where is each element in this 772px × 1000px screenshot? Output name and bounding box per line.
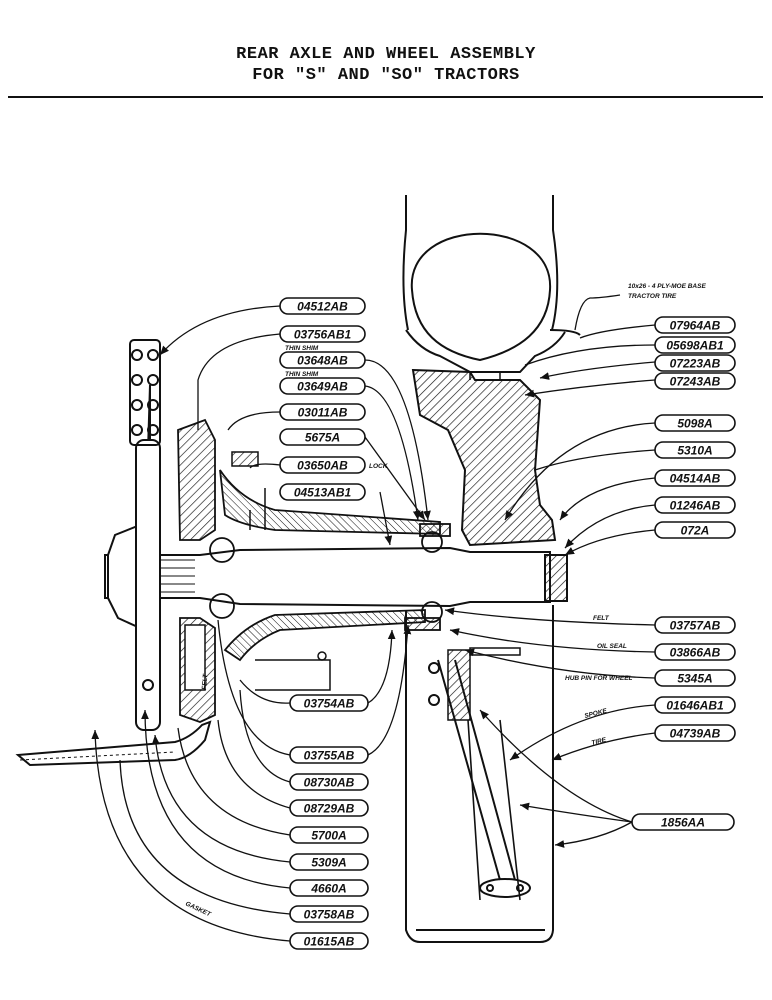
callout-03650AB: 03650AB [279, 456, 366, 474]
callout-03649AB: 03649AB [279, 377, 366, 395]
callout-07223AB: 07223AB [654, 354, 736, 372]
part-number: 04514AB [670, 472, 721, 486]
callout-03754AB: 03754AB [289, 694, 369, 712]
wheel-hub-casting [411, 368, 557, 721]
callout-05698AB1: 05698AB1 [654, 336, 736, 354]
callout-03648AB: 03648AB [279, 351, 366, 369]
part-number: 03011AB [298, 406, 348, 420]
leader-lines [91, 294, 656, 942]
part-number: 03650AB [297, 459, 348, 473]
wheel-tire [402, 195, 581, 373]
callout-03755AB: 03755AB [289, 746, 369, 764]
callout-07964AB: 07964AB [654, 316, 736, 334]
title-divider [8, 96, 763, 98]
wheel-rim-lower [405, 605, 554, 943]
callout-5310A: 5310A [654, 441, 736, 459]
title-line-2: FOR "S" AND "SO" TRACTORS [252, 66, 520, 85]
part-number: 5310A [677, 444, 712, 458]
part-number: 07964AB [670, 319, 721, 333]
note-felt: FELT [593, 615, 610, 622]
part-number: 1856AA [661, 816, 705, 830]
callout-5098A: 5098A [654, 414, 736, 432]
part-number: 03754AB [304, 697, 355, 711]
part-number: 03757AB [670, 619, 721, 633]
title-line-1: REAR AXLE AND WHEEL ASSEMBLY [236, 45, 536, 64]
callout-01615AB: 01615AB [289, 932, 369, 950]
part-number: 03758AB [304, 908, 355, 922]
page-title: REAR AXLE AND WHEEL ASSEMBLY FOR "S" AND… [0, 44, 772, 86]
callout-04739AB: 04739AB [654, 724, 736, 742]
part-number: 03649AB [297, 380, 348, 394]
callout-03011AB: 03011AB [279, 403, 366, 421]
note-tire-spec: 10x26 - 4 PLY-MOE BASE [628, 283, 706, 290]
part-number: 01246AB [670, 499, 721, 513]
note-thin-shim: THIN SHIM [285, 345, 319, 352]
callout-072A: 072A [654, 521, 736, 539]
note-thin-shim: THIN SHIM [285, 371, 319, 378]
callout-03757AB: 03757AB [654, 616, 736, 634]
callout-01246AB: 01246AB [654, 496, 736, 514]
bearings [209, 523, 451, 631]
part-number: 5345A [677, 672, 712, 686]
note-tire: TIRE [591, 736, 608, 747]
callout-08729AB: 08729AB [289, 799, 369, 817]
callout-5700A: 5700A [289, 826, 369, 844]
callout-03756AB1: 03756AB1 [279, 325, 366, 343]
note-gasket: GASKET [184, 900, 212, 918]
part-number: 03756AB1 [294, 328, 352, 342]
callout-07243AB: 07243AB [654, 372, 736, 390]
part-number: 01615AB [304, 935, 355, 949]
part-number: 08729AB [304, 802, 355, 816]
callout-4660A: 4660A [289, 879, 369, 897]
drive-chain [129, 339, 161, 446]
part-number: 5700A [311, 829, 346, 843]
axle-shaft [104, 546, 568, 608]
part-number: 05698AB1 [666, 339, 724, 353]
note-tire-spec: TRACTOR TIRE [628, 293, 677, 300]
callout-5309A: 5309A [289, 853, 369, 871]
callout-5675A: 5675A [279, 428, 366, 446]
note-felt-left: FELT [201, 673, 209, 690]
callout-04513AB1: 04513AB1 [279, 483, 366, 501]
part-number: 03648AB [297, 354, 348, 368]
part-number: 04513AB1 [294, 486, 352, 500]
callout-1856AA: 1856AA [631, 813, 735, 831]
part-number: 4660A [310, 882, 346, 896]
part-number: 072A [681, 524, 710, 538]
callout-5345A: 5345A [654, 669, 736, 687]
part-number: 03866AB [670, 646, 721, 660]
part-number: 07243AB [670, 375, 721, 389]
fender [15, 720, 212, 767]
callout-03758AB: 03758AB [289, 905, 369, 923]
brake-drum-housing [177, 418, 259, 723]
part-number: 03755AB [304, 749, 355, 763]
spoke-detail [428, 659, 531, 901]
note-oil-seal: OIL SEAL [597, 643, 627, 650]
callout-03866AB: 03866AB [654, 643, 736, 661]
part-number: 01646AB1 [666, 699, 724, 713]
note-spoke: SPOKE [584, 707, 608, 719]
part-number: 5098A [677, 417, 712, 431]
callout-04512AB: 04512AB [279, 297, 366, 315]
callout-01646AB1: 01646AB1 [654, 696, 736, 714]
part-number: 5309A [311, 856, 346, 870]
callout-04514AB: 04514AB [654, 469, 736, 487]
sprocket [107, 384, 161, 731]
note-hub-pin: HUB PIN FOR WHEEL [565, 675, 633, 682]
note-lock: LOCK [369, 463, 389, 470]
part-number: 08730AB [304, 776, 355, 790]
part-number: 04512AB [297, 300, 348, 314]
part-number: 5675A [305, 431, 340, 445]
part-number: 07223AB [670, 357, 721, 371]
part-number: 04739AB [670, 727, 721, 741]
callout-08730AB: 08730AB [289, 773, 369, 791]
